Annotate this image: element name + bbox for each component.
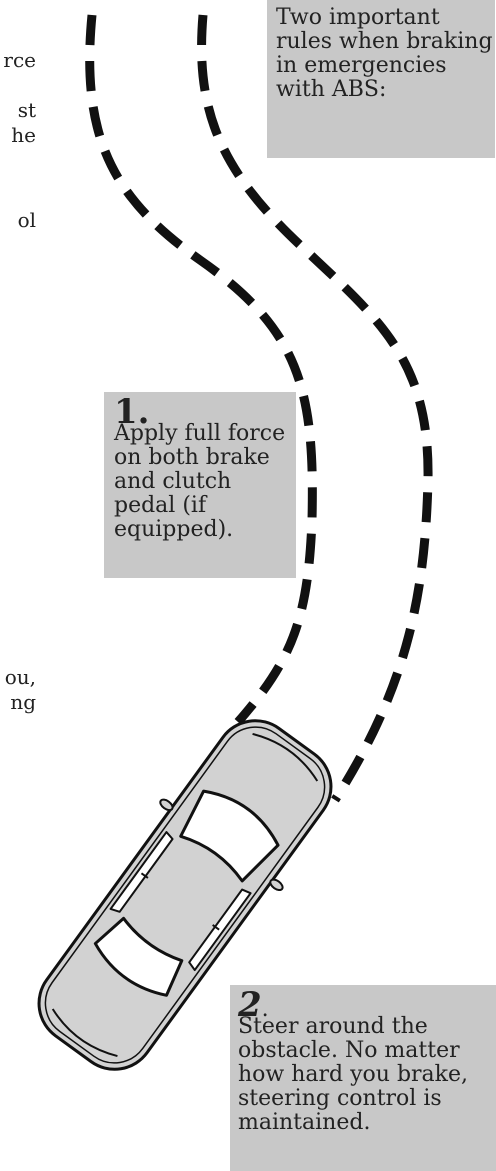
rule-2-number-suffix: . bbox=[262, 997, 269, 1022]
rule-1-text: Apply full force on both brake and clutc… bbox=[114, 422, 296, 542]
rule-1-box: 1. Apply full force on both brake and cl… bbox=[104, 392, 296, 578]
rule-2-box: 2. Steer around the obstacle. No matter … bbox=[230, 985, 496, 1171]
cutoff-text-line: st bbox=[0, 97, 40, 123]
cutoff-text-line: ol bbox=[0, 207, 40, 233]
cutoff-text-line: ou, bbox=[0, 664, 40, 690]
cutoff-text-line: he bbox=[0, 122, 40, 148]
right-mirror bbox=[268, 877, 284, 892]
rules-intro-box: Two important rules when braking in emer… bbox=[267, 0, 495, 158]
rule-2-number-group: 2. bbox=[238, 985, 269, 1030]
left-mirror bbox=[158, 798, 174, 813]
rule-2-text: Steer around the obstacle. No matter how… bbox=[238, 1015, 496, 1135]
cutoff-text-line: rce bbox=[0, 47, 40, 73]
cutoff-text-line: ng bbox=[0, 689, 40, 715]
rules-intro-text: Two important rules when braking in emer… bbox=[276, 6, 495, 102]
rule-2-number: 2 bbox=[238, 985, 262, 1025]
rule-1-number: 1. bbox=[114, 392, 150, 432]
